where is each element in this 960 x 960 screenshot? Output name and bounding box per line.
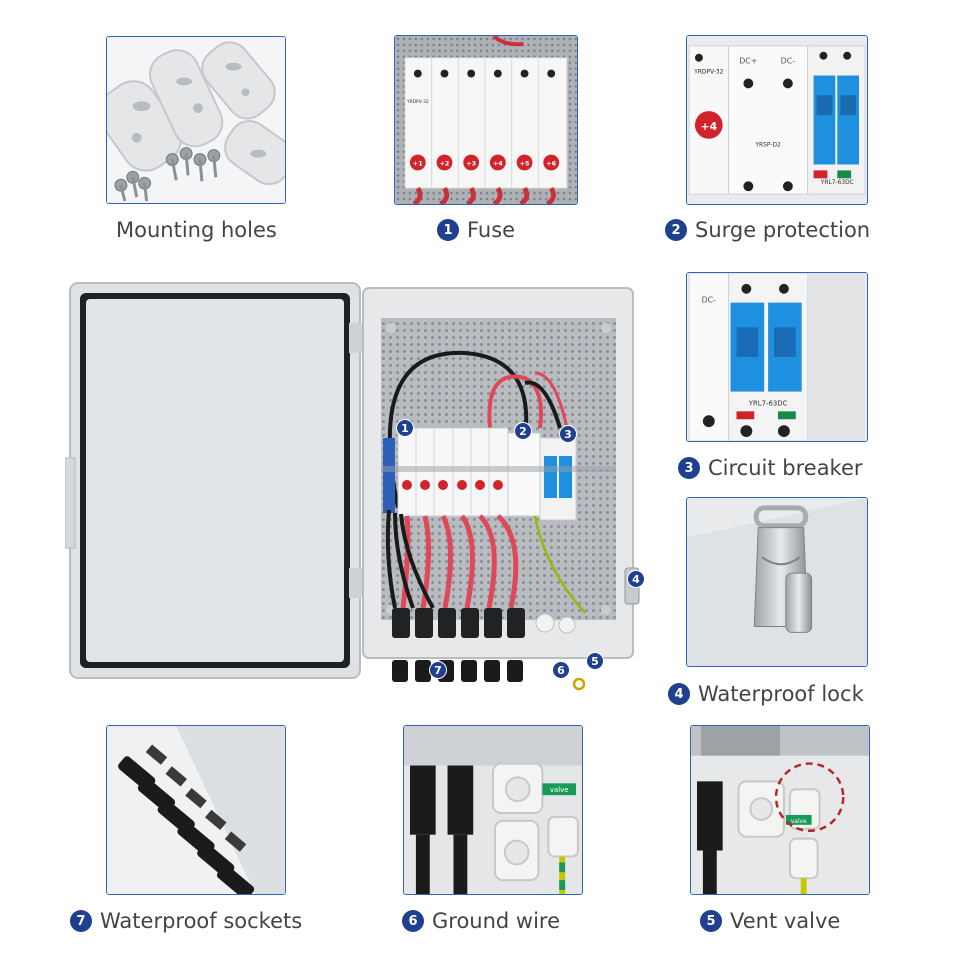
caption-fuse-number: 1 xyxy=(437,219,459,241)
surge-breaker-model: YRL7-63DC xyxy=(820,180,854,186)
caption-fuse-label: Fuse xyxy=(467,218,516,242)
caption-vent-number: 5 xyxy=(700,910,722,932)
caption-lock-number: 4 xyxy=(668,683,690,705)
marker-breaker: 3 xyxy=(559,425,577,443)
caption-surge-label: Surge protection xyxy=(695,218,871,242)
fuse-label-4: +4 xyxy=(493,159,503,167)
marker-vent: 5 xyxy=(586,652,604,670)
waterproof-lock-photo xyxy=(686,497,868,667)
caption-lock-label: Waterproof lock xyxy=(698,682,864,706)
marker-surge: 2 xyxy=(514,422,532,440)
marker-fuse: 1 xyxy=(396,419,414,437)
caption-waterproof-sockets: 7 Waterproof sockets xyxy=(70,909,302,933)
caption-surge-protection: 2 Surge protection xyxy=(665,218,870,242)
caption-breaker-number: 3 xyxy=(678,457,700,479)
fuse-label-3: +3 xyxy=(466,159,476,167)
caption-vent-label: Vent valve xyxy=(730,909,841,933)
caption-ground-wire: 6 Ground wire xyxy=(402,909,560,933)
vent-valve-photo: valve xyxy=(690,725,870,895)
caption-breaker-label: Circuit breaker xyxy=(708,456,863,480)
fuse-photo: +1 +2 +3 +4 +5 +6 YRDPV-32 xyxy=(394,35,578,205)
circuit-breaker-photo: DC- YRL7-63DC xyxy=(686,272,868,442)
caption-circuit-breaker: 3 Circuit breaker xyxy=(678,456,863,480)
caption-ground-number: 6 xyxy=(402,910,424,932)
surge-protection-photo: +4 YRDPV-32 DC+ DC- YRSP-D2 YRL7-63DC xyxy=(686,35,868,205)
marker-ground: 6 xyxy=(552,661,570,679)
ground-vent-label: valve xyxy=(550,786,569,794)
surge-fuse-model: YRDPV-32 xyxy=(693,70,723,76)
caption-surge-number: 2 xyxy=(665,219,687,241)
fuse-label-1: +1 xyxy=(413,159,423,167)
caption-mounting-holes-label: Mounting holes xyxy=(116,218,277,242)
waterproof-sockets-photo xyxy=(106,725,286,895)
ground-wire-photo: valve xyxy=(403,725,583,895)
fuse-label-2: +2 xyxy=(440,159,450,167)
vent-valve-label: valve xyxy=(791,819,807,825)
caption-waterproof-lock: 4 Waterproof lock xyxy=(668,682,864,706)
caption-fuse: 1 Fuse xyxy=(437,218,515,242)
caption-sockets-label: Waterproof sockets xyxy=(100,909,303,933)
marker-sockets: 7 xyxy=(429,661,447,679)
combiner-box-main-photo: 1 2 3 4 5 6 7 xyxy=(64,278,645,698)
marker-lock: 4 xyxy=(627,570,645,588)
fuse-model-text: YRDPV-32 xyxy=(406,99,429,105)
mounting-holes-photo xyxy=(106,36,286,204)
caption-sockets-number: 7 xyxy=(70,910,92,932)
caption-mounting-holes: Mounting holes xyxy=(116,218,277,242)
caption-ground-label: Ground wire xyxy=(432,909,561,933)
caption-vent-valve: 5 Vent valve xyxy=(700,909,840,933)
surge-dc-minus: DC- xyxy=(781,57,796,66)
surge-fuse-plus4: +4 xyxy=(700,120,717,133)
fuse-label-5: +5 xyxy=(520,159,530,167)
breaker-dc-minus: DC- xyxy=(702,296,717,305)
breaker-model: YRL7-63DC xyxy=(748,399,788,407)
surge-dc-plus: DC+ xyxy=(739,57,757,66)
surge-model: YRSP-D2 xyxy=(754,143,781,149)
fuse-label-6: +6 xyxy=(546,159,556,167)
